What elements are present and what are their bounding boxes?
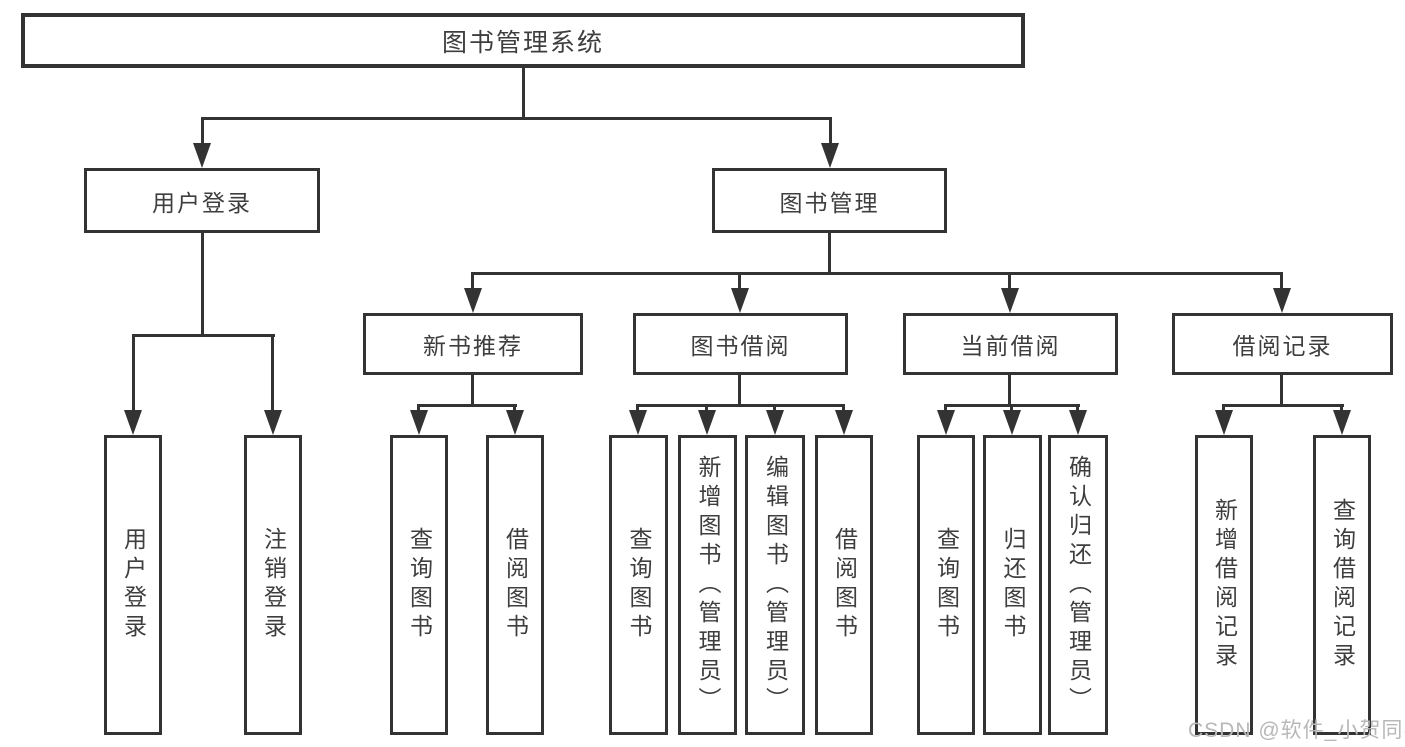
connector-line: [271, 334, 274, 413]
connector-line: [1008, 272, 1011, 290]
connector-line: [829, 117, 832, 146]
connector-line: [471, 272, 1283, 275]
node-cb-query-book: 查询图书: [917, 435, 975, 735]
node-cb-return-book: 归还图书: [983, 435, 1042, 735]
connector-line: [738, 272, 741, 290]
node-logout-leaf: 注销登录: [244, 435, 302, 735]
connector-line: [471, 272, 474, 290]
csdn-watermark: CSDN @软件_小贺同学: [1188, 719, 1405, 742]
connector-line: [1222, 404, 1225, 412]
arrow-down-icon: [937, 410, 955, 435]
connector-line: [705, 404, 708, 412]
connector-line: [471, 375, 474, 407]
connector-line: [1280, 272, 1283, 290]
arrow-down-icon: [1003, 410, 1021, 435]
node-book-management: 图书管理: [712, 168, 947, 233]
arrow-down-icon: [124, 410, 142, 435]
arrow-down-icon: [264, 410, 282, 435]
connector-line: [132, 334, 275, 337]
connector-line: [842, 404, 845, 412]
node-nbr-query-book: 查询图书: [390, 435, 448, 735]
node-bb-query-book: 查询图书: [609, 435, 668, 735]
arrow-down-icon: [698, 410, 716, 435]
arrow-down-icon: [464, 288, 482, 313]
connector-line: [1076, 404, 1079, 412]
connector-line: [1222, 404, 1344, 407]
node-user-login-leaf: 用户登录: [104, 435, 162, 735]
node-root: 图书管理系统: [21, 13, 1025, 68]
connector-line: [636, 404, 845, 407]
connector-line: [201, 233, 204, 337]
arrow-down-icon: [193, 143, 211, 168]
connector-line: [738, 375, 741, 407]
node-nbr-borrow-book: 借阅图书: [486, 435, 544, 735]
connector-line: [828, 233, 831, 275]
node-borrow-record: 借阅记录: [1172, 313, 1393, 375]
arrow-down-icon: [766, 410, 784, 435]
connector-line: [201, 117, 204, 146]
connector-line: [773, 404, 776, 412]
node-cb-confirm-return-admin: 确认归还（管理员）: [1048, 435, 1108, 735]
connector-line: [1008, 375, 1011, 407]
node-br-add-record: 新增借阅记录: [1195, 435, 1253, 735]
arrow-down-icon: [731, 288, 749, 313]
arrow-down-icon: [1001, 288, 1019, 313]
connector-line: [201, 117, 832, 120]
node-bb-add-book-admin: 新增图书（管理员）: [678, 435, 737, 735]
connector-line: [417, 404, 517, 407]
connector-line: [132, 334, 135, 413]
node-bb-edit-book-admin: 编辑图书（管理员）: [745, 435, 805, 735]
arrow-down-icon: [629, 410, 647, 435]
arrow-down-icon: [1273, 288, 1291, 313]
node-bb-borrow-book: 借阅图书: [815, 435, 873, 735]
arrow-down-icon: [410, 410, 428, 435]
arrow-down-icon: [506, 410, 524, 435]
arrow-down-icon: [835, 410, 853, 435]
connector-line: [522, 68, 525, 120]
node-current-borrow: 当前借阅: [903, 313, 1118, 375]
connector-line: [1280, 375, 1283, 407]
arrow-down-icon: [1215, 410, 1233, 435]
connector-line: [1010, 404, 1013, 412]
node-book-borrow: 图书借阅: [633, 313, 848, 375]
connector-line: [513, 404, 516, 412]
arrow-down-icon: [1069, 410, 1087, 435]
node-new-book-recommend: 新书推荐: [363, 313, 583, 375]
connector-line: [636, 404, 639, 412]
connector-line: [944, 404, 947, 412]
connector-line: [417, 404, 420, 412]
node-br-query-record: 查询借阅记录: [1313, 435, 1371, 735]
connector-line: [1340, 404, 1343, 412]
arrow-down-icon: [1333, 410, 1351, 435]
node-user-login: 用户登录: [84, 168, 320, 233]
arrow-down-icon: [821, 143, 839, 168]
